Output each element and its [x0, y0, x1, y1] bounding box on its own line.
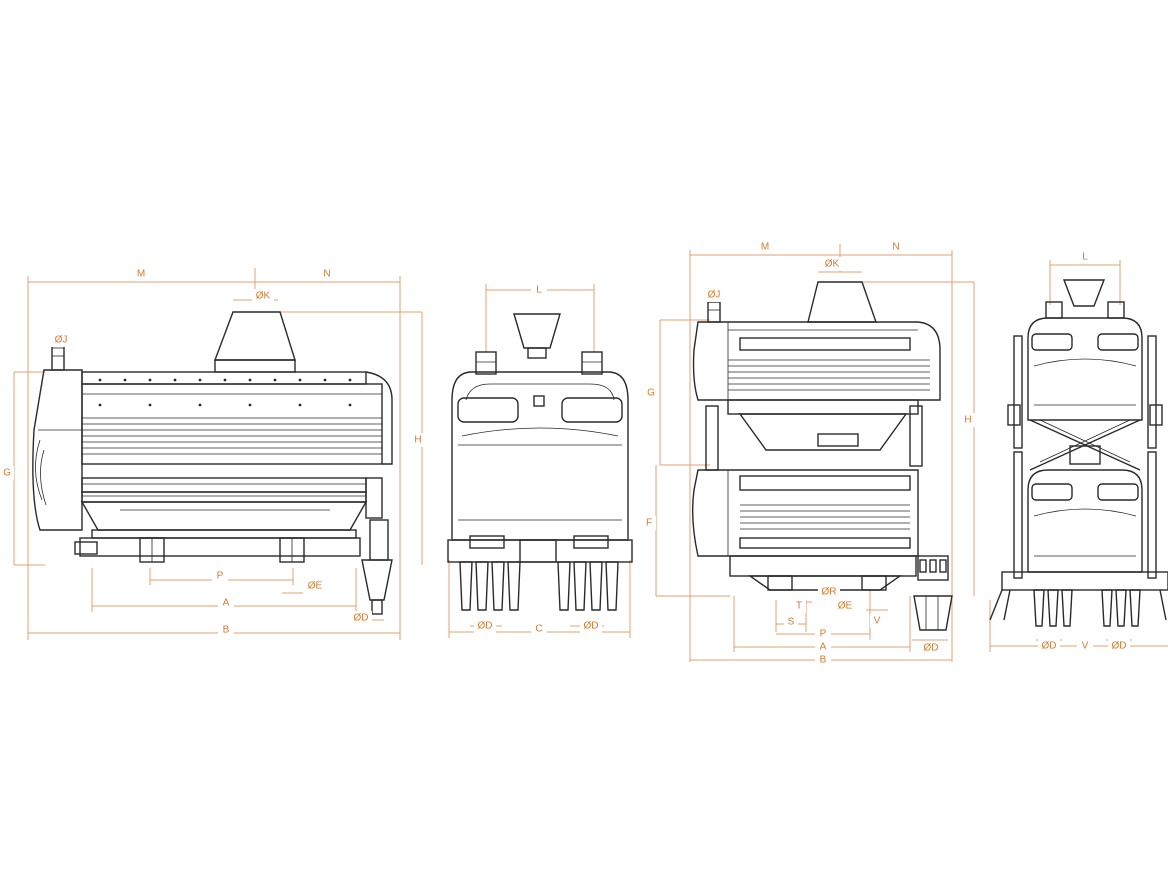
dim-label: V [874, 616, 881, 627]
view-2-end-elevation: L ØD C ØD [447, 283, 633, 638]
dim-label: B [820, 655, 827, 666]
dim-label: ØD [1042, 641, 1057, 652]
dim-label: L [1082, 252, 1088, 263]
dim-label: ØJ [708, 290, 721, 301]
dim-label: ØJ [55, 335, 68, 346]
dim-label: T [796, 601, 802, 612]
dim-label: G [647, 388, 655, 399]
dim-label: B [223, 625, 230, 636]
dim-label: P [820, 629, 827, 640]
dim-label: ØE [838, 601, 853, 612]
dim-label: N [323, 269, 330, 280]
dim-label: ØK [825, 259, 840, 270]
dim-label: C [535, 624, 542, 635]
dim-label: ØD [584, 621, 599, 632]
dim-label: M [137, 269, 145, 280]
dim-label: L [536, 285, 542, 296]
dim-label: ØE [308, 581, 323, 592]
dim-label: H [414, 435, 421, 446]
dim-label: ØR [822, 587, 837, 598]
dim-label: H [964, 415, 971, 426]
dim-label: ØD [1112, 641, 1127, 652]
dim-label: ØD [924, 643, 939, 654]
dim-label: A [820, 642, 827, 653]
dim-label: N [892, 242, 899, 253]
dim-label: ØD [478, 621, 493, 632]
dim-label: M [761, 242, 769, 253]
view-3-stacked-side-elevation: M N ØK ØJ G H F ØR ØE T S V P A B ØD [642, 240, 976, 667]
dim-label: ØK [256, 291, 271, 302]
dim-label: S [788, 617, 795, 628]
dim-label: V [1082, 641, 1089, 652]
dim-label: F [646, 518, 652, 529]
dim-label: P [217, 571, 224, 582]
view-4-stacked-end-elevation: L ØD V ØD [989, 250, 1168, 653]
view-1-side-elevation: M N ØK ØJ H G P ØE A B ØD [0, 267, 426, 640]
dim-label: A [223, 598, 230, 609]
dim-label: ØD [354, 613, 369, 624]
dim-label: G [3, 468, 11, 479]
